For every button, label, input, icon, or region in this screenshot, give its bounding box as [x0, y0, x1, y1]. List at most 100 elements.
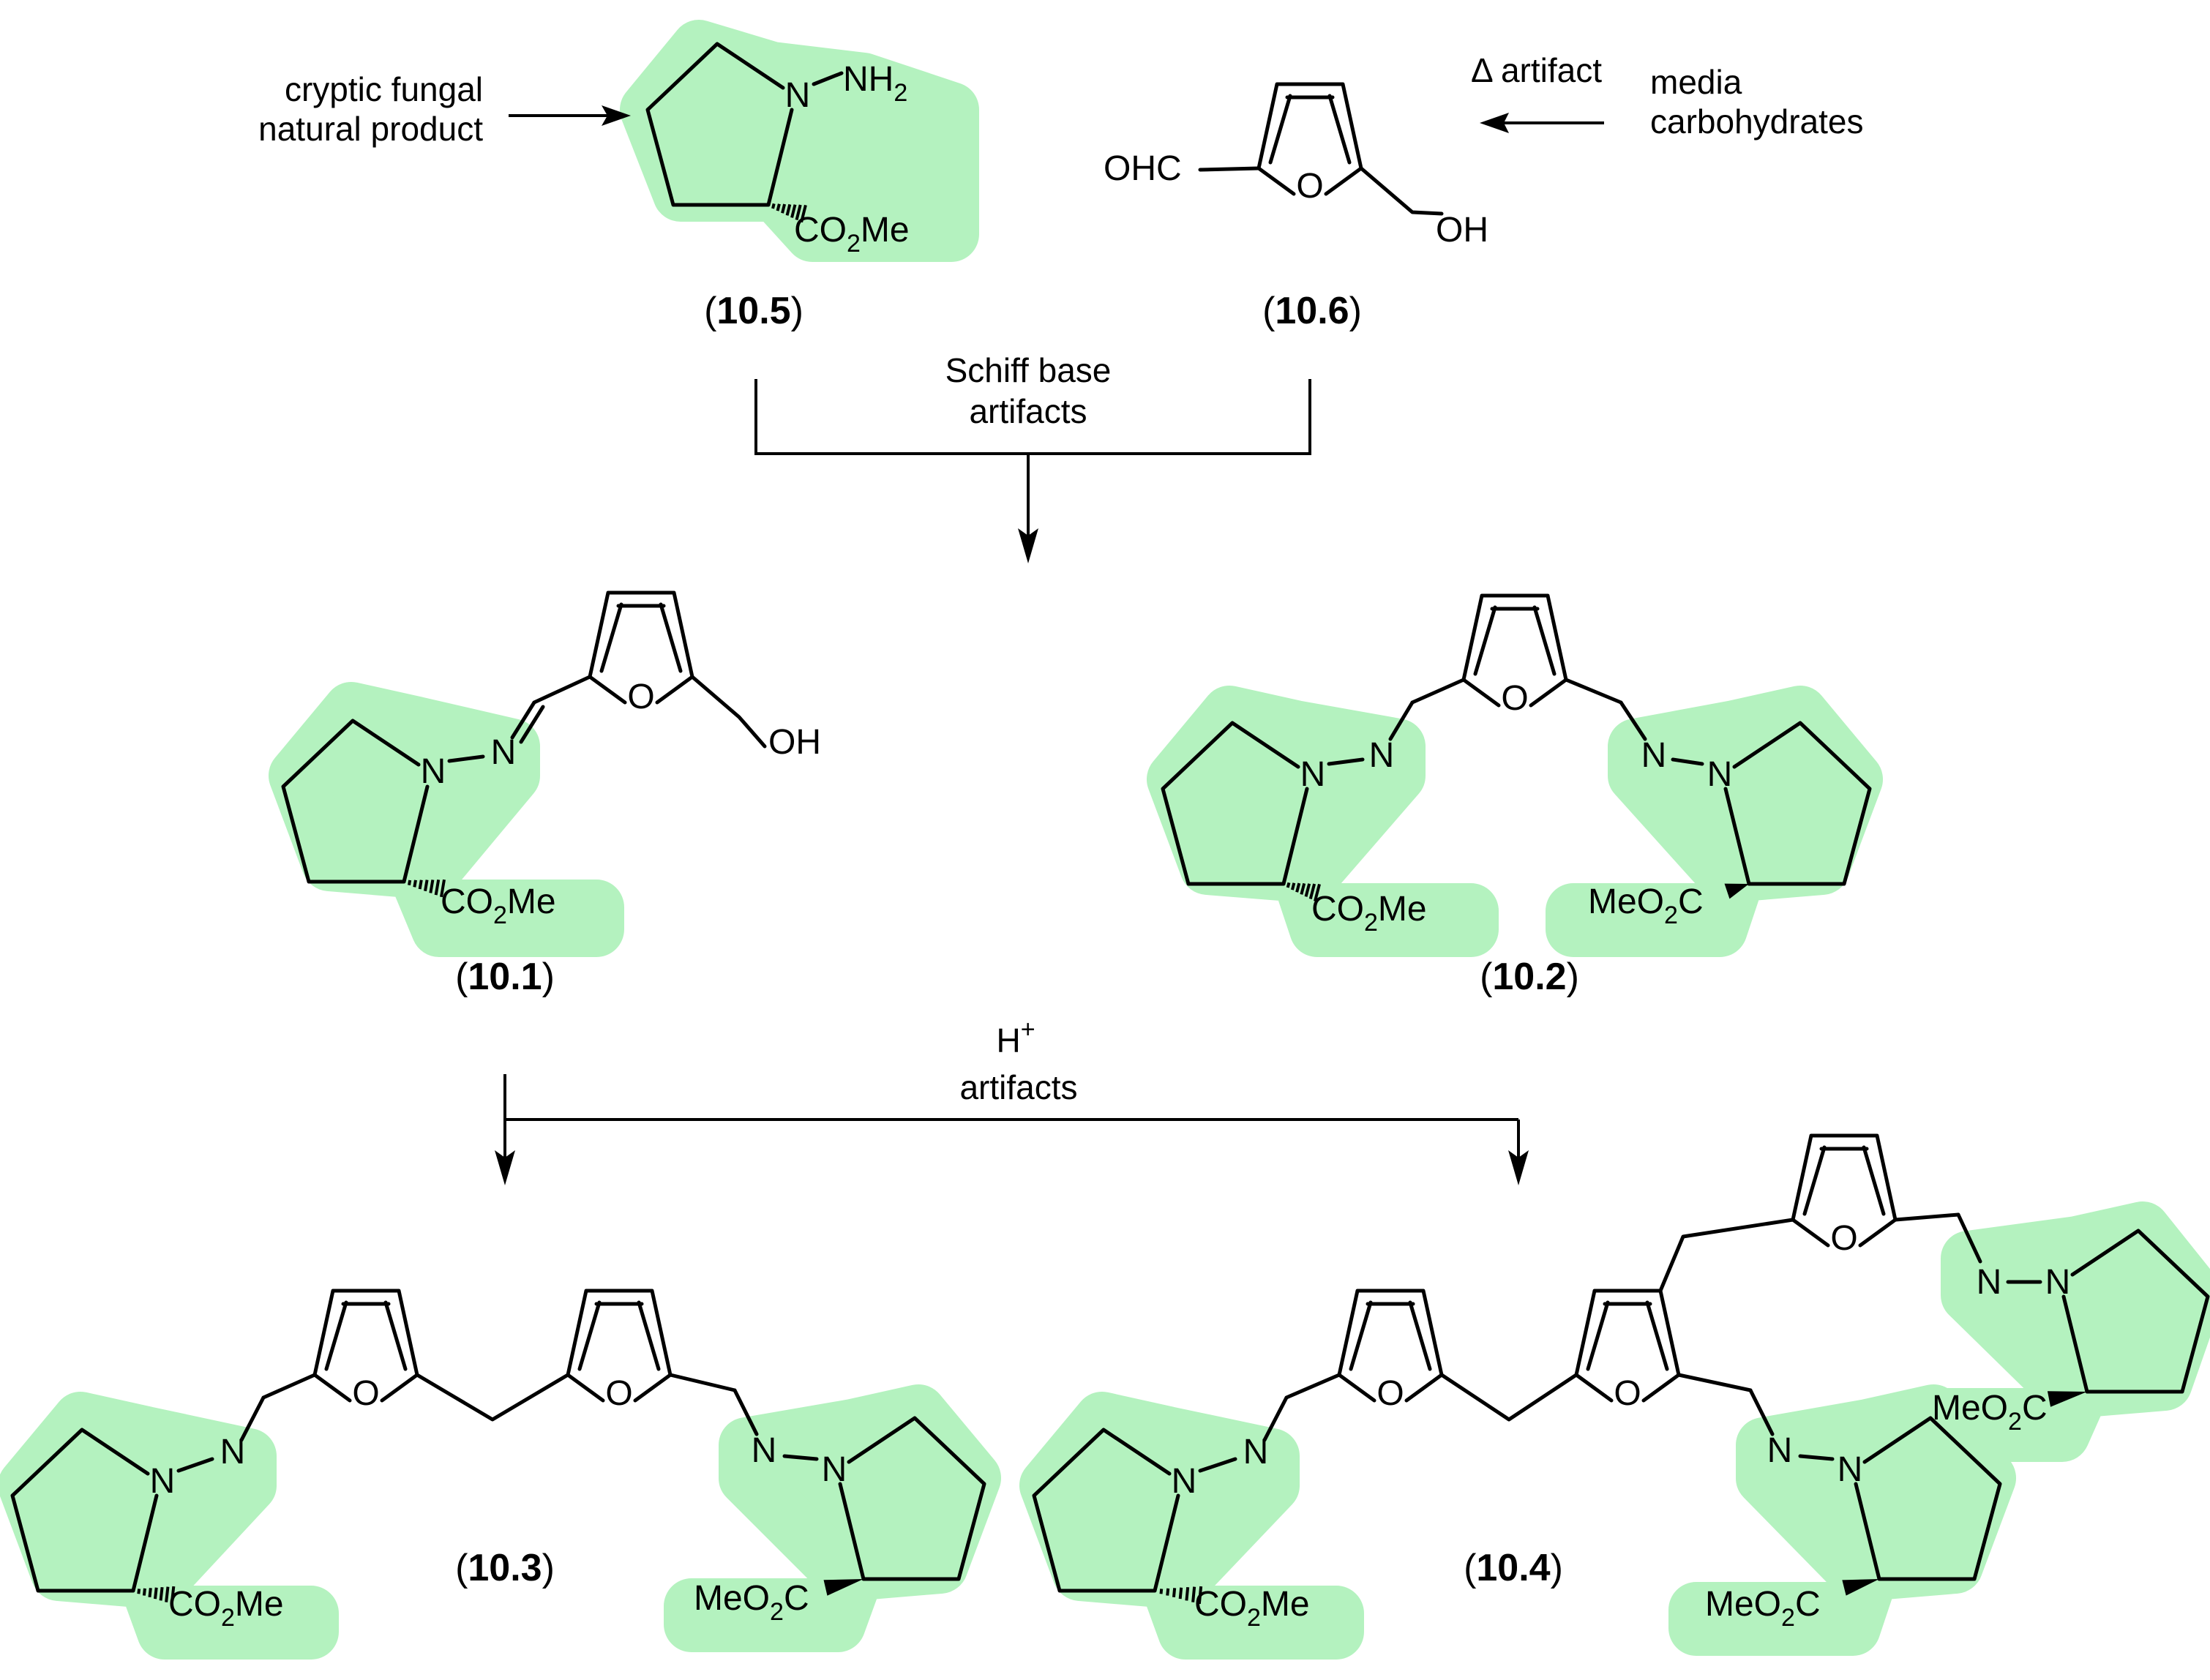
stereo-a-10-4-stroke: [1191, 1586, 1196, 1602]
furan-right-10-3-double-1: [577, 1300, 602, 1371]
stereo-bond-10-5-stroke: [800, 204, 807, 223]
bond-ch-left-10-2: [1410, 678, 1466, 705]
furan-b-10-4: [1574, 1289, 1681, 1403]
stereo-bond-10-5: [771, 203, 807, 223]
atom-n1-c-10-4: N: [2045, 1263, 2071, 1302]
stereo-a-10-4: [1159, 1586, 1203, 1605]
delta-artifact-label: Δ artifact: [1471, 51, 1602, 89]
hydroxyl-label-10-1: OH: [768, 723, 821, 762]
ester-label-right-10-3: MeO2C: [694, 1579, 809, 1626]
ring-10-1: [281, 719, 430, 884]
media-label-line-2: carbohydrates: [1650, 102, 1864, 140]
aldehyde-label-10-6: OHC: [1104, 149, 1182, 188]
furan-o-10-1: O: [627, 678, 654, 716]
atom-n1-right-10-3: N: [822, 1450, 847, 1489]
bond-imine-2-10-1: [519, 705, 545, 744]
compound-label-10-5: (10.5): [704, 290, 804, 332]
furan-left-10-3-double-1: [324, 1300, 348, 1371]
atom-n-10-5: N: [785, 76, 811, 115]
stereo-left-10-2-stroke: [1295, 882, 1301, 893]
ester-label-10-1: CO2Me: [441, 882, 556, 929]
ester-label-left-10-3: CO2Me: [168, 1585, 284, 1632]
bond-layer: [10, 42, 2210, 1605]
halo-b-10-4: [1668, 1384, 2016, 1656]
bond-ch-right-10-2: [1564, 678, 1623, 705]
stereo-left-10-2-stroke: [1300, 882, 1306, 895]
bond-ch-b-10-4: [1677, 1373, 1753, 1392]
bond-cho-10-6: [1198, 166, 1261, 172]
furan-10-2-double-1: [1473, 605, 1497, 676]
atom-n2-c-10-4: N: [1977, 1263, 2002, 1302]
bond-n-nh2-10-5: [812, 71, 844, 86]
furan-a-10-4: [1337, 1289, 1444, 1403]
bond-ch-right-10-3: [668, 1373, 737, 1392]
stereo-b-10-4: [1842, 1579, 1879, 1596]
bond-nn-left-10-3: [176, 1457, 214, 1473]
bond-nn-right-10-3: [782, 1454, 819, 1461]
atom-n2-a-10-4: N: [1243, 1433, 1269, 1471]
hydroxyl-label-10-6: OH: [1436, 211, 1488, 250]
bond-nn-b-10-4: [1798, 1454, 1835, 1461]
stereo-bond-10-5-stroke: [790, 204, 797, 218]
ester-label-right-10-2: MeO2C: [1588, 882, 1704, 929]
bond-ch2oh-10-1: [690, 675, 767, 749]
ring-a-10-4: [1032, 1428, 1180, 1593]
furan-o-right-10-3: O: [605, 1374, 632, 1413]
acid-h: H: [996, 1021, 1020, 1060]
bond-imine-left-10-2: [1388, 700, 1415, 741]
stereo-c-10-4: [2047, 1391, 2087, 1407]
furan-o-left-10-3: O: [352, 1374, 379, 1413]
stereo-bond-10-1-stroke: [440, 879, 446, 898]
furan-b-10-4-double-1: [1586, 1300, 1610, 1371]
stereo-bond-10-1-stroke: [434, 879, 441, 896]
ester-label-a-10-4: CO2Me: [1194, 1585, 1310, 1632]
source-label-line-2: natural product: [258, 110, 483, 148]
stereo-left-10-2-stroke: [1286, 882, 1291, 888]
bond-ch-left-10-3: [261, 1373, 317, 1400]
bond-ch2oh-10-6: [1359, 166, 1444, 216]
compound-label-10-6: (10.6): [1262, 290, 1362, 332]
stereo-left-10-3: [137, 1586, 176, 1605]
amine-label-10-5: NH2: [843, 60, 907, 107]
furan-10-6-double-2: [1327, 94, 1352, 165]
acid-arrow-right-head: [1508, 1150, 1529, 1185]
atom-n1-left-10-2: N: [1300, 755, 1326, 794]
ring-c-10-4: [2061, 1229, 2210, 1394]
atom-n2-b-10-4: N: [1767, 1431, 1793, 1470]
halo-c-10-4: [1897, 1201, 2210, 1462]
stereo-left-10-2-stroke: [1304, 883, 1311, 897]
furan-o-10-6: O: [1296, 167, 1323, 206]
schiff-label-line-1: Schiff base: [945, 351, 1112, 389]
furan-10-1-double-1: [599, 602, 623, 673]
ring-left-10-3: [10, 1428, 159, 1593]
bond-imine-left-10-3: [239, 1395, 266, 1442]
arrow-to-10-5-head: [602, 105, 631, 126]
furan-10-2: [1461, 593, 1568, 708]
ester-label-10-5: CO2Me: [794, 211, 910, 258]
acid-plus: +: [1021, 1016, 1035, 1043]
ring-b-10-4: [1854, 1416, 2002, 1581]
halo-right-10-2: [1546, 686, 1883, 957]
stereo-right-10-3: [823, 1579, 864, 1596]
bond-imine-right-10-3: [733, 1388, 759, 1436]
stereo-a-10-4-stroke: [1178, 1587, 1183, 1600]
atom-n1-a-10-4: N: [1172, 1462, 1197, 1501]
bond-imine-a-10-4: [1262, 1395, 1289, 1442]
bond-nn-10-1: [447, 754, 485, 763]
furan-10-2-double-2: [1532, 605, 1557, 676]
atom-n1-left-10-3: N: [150, 1462, 176, 1501]
bond-imine-b-10-4: [1748, 1388, 1775, 1436]
stereo-a-10-4-stroke: [1159, 1589, 1164, 1594]
bond-ch2-bridge-a-10-4: [1439, 1373, 1578, 1422]
stereo-left-10-3-stroke: [137, 1589, 141, 1594]
stereo-a-10-4-stroke: [1166, 1588, 1170, 1596]
furan-c-10-4-double-2: [1862, 1145, 1886, 1216]
bond-ch2-bridge-b-10-4: [1658, 1218, 1795, 1293]
furan-b-10-4-double-2: [1645, 1300, 1669, 1371]
atom-n1-10-1: N: [421, 752, 446, 791]
ester-label-left-10-2: CO2Me: [1311, 890, 1427, 937]
ring-right-10-3: [838, 1416, 986, 1581]
stereo-left-10-3-stroke: [142, 1588, 146, 1596]
stereo-bond-10-1: [408, 879, 446, 898]
